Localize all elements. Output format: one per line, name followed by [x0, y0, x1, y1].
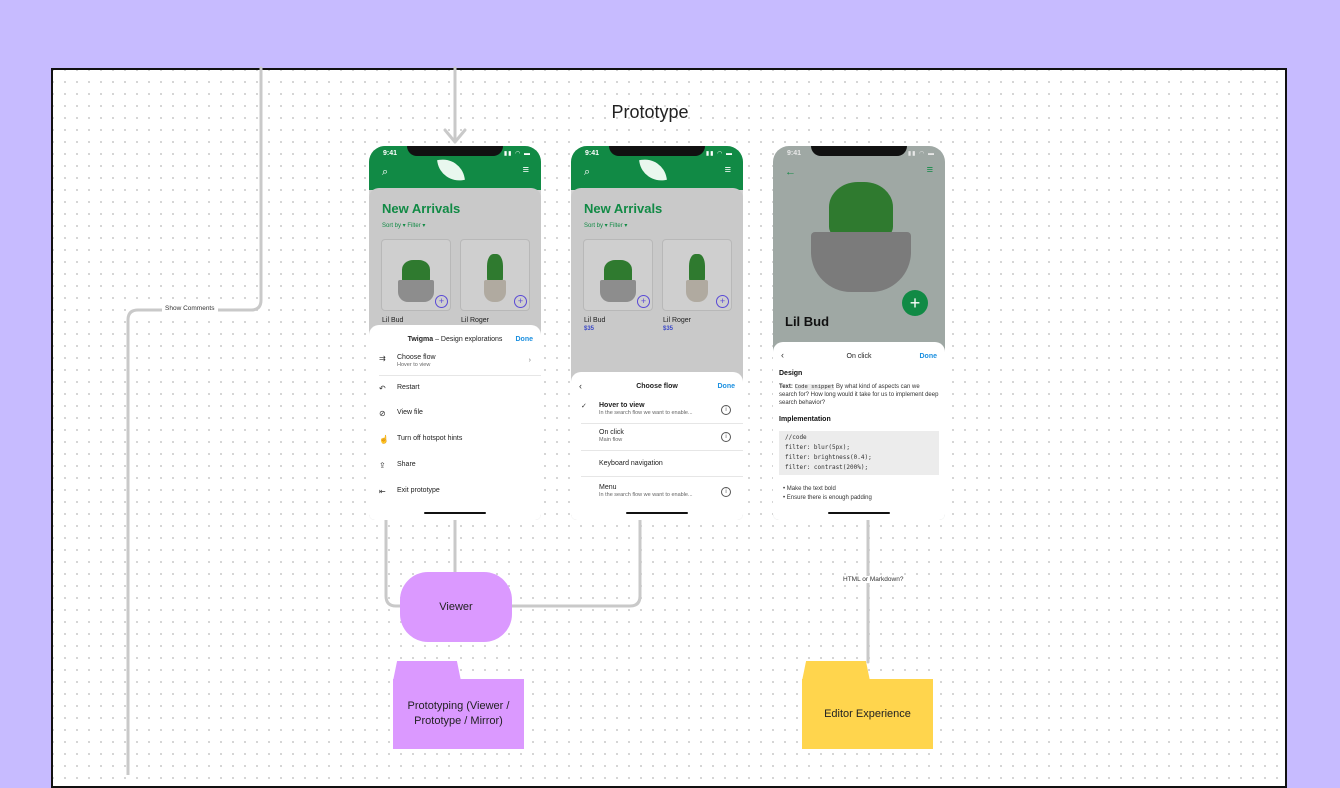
connector-top-arrow — [443, 66, 467, 144]
done-button[interactable]: Done — [515, 336, 534, 343]
search-icon[interactable]: ⌕ — [584, 166, 591, 178]
status-time: 9:41 — [383, 150, 398, 157]
menu-icon[interactable]: ≡ — [724, 164, 731, 176]
menu-icon[interactable]: ≡ — [522, 164, 529, 176]
info-icon[interactable]: i — [721, 405, 731, 415]
folder-label: Prototyping (Viewer / Prototype / Mirror… — [393, 679, 524, 749]
flow-arrows-icon: ⇉ — [379, 354, 386, 363]
info-icon[interactable]: i — [721, 432, 731, 442]
sort-filter[interactable]: Sort by ▾ Filter ▾ — [382, 223, 426, 229]
status-icons: ▮▮ ◠ ▬ — [705, 151, 733, 157]
add-icon[interactable]: + — [716, 295, 729, 308]
notch — [811, 146, 907, 156]
pot-image — [811, 232, 911, 292]
product-card[interactable]: + — [583, 239, 653, 311]
product-card[interactable]: + — [662, 239, 732, 311]
back-chevron-icon[interactable]: ‹ — [781, 350, 784, 360]
menu-icon[interactable]: ≡ — [926, 164, 933, 176]
share-icon: ⇪ — [379, 461, 386, 470]
done-button[interactable]: Done — [717, 383, 736, 390]
design-heading: Design — [779, 370, 803, 377]
home-indicator — [828, 512, 890, 514]
search-icon[interactable]: ⌕ — [382, 166, 389, 178]
status-icons: ▮▮ ◠ ▬ — [907, 151, 935, 157]
product-name: Lil Bud — [382, 317, 404, 324]
show-comments-label: Show Comments — [162, 305, 218, 312]
add-icon[interactable]: + — [514, 295, 527, 308]
app-header: 9:41 ▮▮ ◠ ▬ ⌕ ≡ — [369, 146, 541, 190]
plant-image — [689, 254, 705, 284]
sort-filter[interactable]: Sort by ▾ Filter ▾ — [584, 223, 628, 229]
folder-label: Editor Experience — [802, 679, 933, 749]
exit-icon: ⇤ — [379, 487, 386, 496]
design-text: Text: Code snippet By what kind of aspec… — [779, 384, 939, 406]
chevron-right-icon: › — [528, 357, 531, 364]
folder-tab — [393, 661, 461, 681]
back-chevron-icon[interactable]: ‹ — [579, 381, 582, 391]
page-heading: New Arrivals — [382, 201, 461, 216]
product-price: $35 — [584, 326, 595, 332]
product-name: Lil Roger — [461, 317, 490, 324]
home-indicator — [424, 512, 486, 514]
info-icon[interactable]: i — [721, 487, 731, 497]
folder-tab — [802, 661, 870, 681]
app-header: 9:41 ▮▮ ◠ ▬ ⌕ ≡ — [571, 146, 743, 190]
plant-image — [487, 254, 503, 284]
product-card[interactable]: + — [381, 239, 451, 311]
restart-icon: ↶ — [379, 384, 386, 393]
viewer-node[interactable]: Viewer — [400, 572, 512, 642]
add-icon[interactable]: + — [435, 295, 448, 308]
done-button[interactable]: Done — [919, 353, 938, 360]
phone-frame-2: 9:41 ▮▮ ◠ ▬ ⌕ ≡ New Arrivals Sort by ▾ F… — [571, 146, 743, 520]
prototyping-folder[interactable]: Prototyping (Viewer / Prototype / Mirror… — [393, 661, 524, 749]
connector-show-comments — [126, 66, 263, 775]
bullet-list: • Make the text bold • Ensure there is e… — [783, 486, 872, 501]
editor-experience-folder[interactable]: Editor Experience — [802, 661, 933, 749]
product-title: Lil Bud — [785, 314, 830, 329]
prototype-menu-sheet: Twigma – Design explorations Done ⇉ Choo… — [369, 325, 541, 520]
view-file-icon: ⊘ — [379, 409, 386, 418]
sheet-title: Twigma – Design explorations — [407, 336, 503, 343]
on-click-sheet: ‹ On click Done Design Text: Code snippe… — [773, 342, 945, 520]
add-icon[interactable]: + — [637, 295, 650, 308]
notch — [407, 146, 503, 156]
phone-frame-3: 9:41 ▮▮ ◠ ▬ ← ≡ + Lil Bud ‹ On click Don… — [773, 146, 945, 520]
html-markdown-label: HTML or Markdown? — [840, 576, 907, 583]
pot-image — [686, 280, 708, 302]
section-title: Prototype — [611, 102, 689, 122]
status-icons: ▮▮ ◠ ▬ — [503, 151, 531, 157]
pot-image — [398, 280, 434, 302]
status-time: 9:41 — [787, 150, 802, 157]
status-time: 9:41 — [585, 150, 600, 157]
pot-image — [484, 280, 506, 302]
sheet-title: Choose flow — [636, 383, 678, 390]
home-indicator — [626, 512, 688, 514]
sheet-title: On click — [846, 353, 872, 360]
page-heading: New Arrivals — [584, 201, 663, 216]
product-price: $35 — [663, 326, 674, 332]
logo-leaf-icon — [639, 156, 667, 184]
implementation-heading: Implementation — [779, 416, 831, 423]
logo-leaf-icon — [437, 156, 465, 184]
product-name: Lil Roger — [663, 317, 692, 324]
product-name: Lil Bud — [584, 317, 606, 324]
back-arrow-icon[interactable]: ← — [785, 166, 796, 178]
plant-image — [829, 182, 893, 238]
hand-icon: ☝ — [379, 435, 389, 444]
add-to-cart-button[interactable]: + — [902, 290, 928, 316]
notch — [609, 146, 705, 156]
product-card[interactable]: + — [460, 239, 530, 311]
pot-image — [600, 280, 636, 302]
checkmark-icon: ✓ — [581, 403, 587, 410]
phone-frame-1: 9:41 ▮▮ ◠ ▬ ⌕ ≡ New Arrivals Sort by ▾ F… — [369, 146, 541, 520]
code-block: //code filter: blur(5px); filter: bright… — [779, 431, 939, 475]
